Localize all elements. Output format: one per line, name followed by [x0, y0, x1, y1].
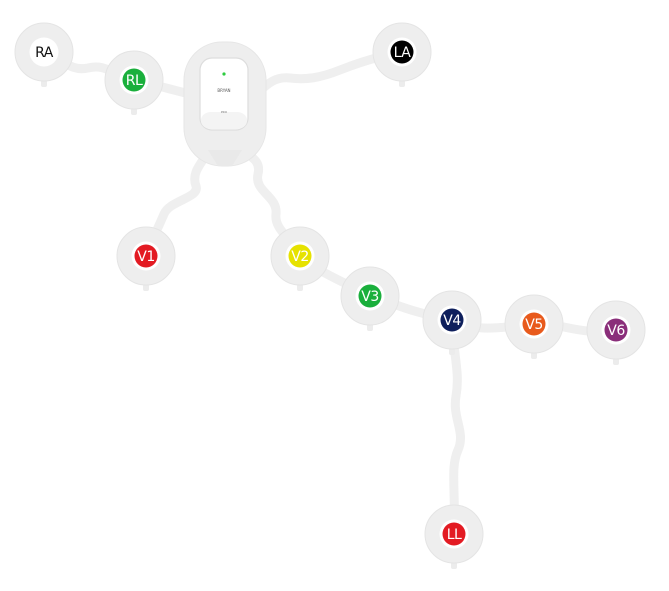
device-pad-tail — [208, 150, 242, 166]
electrode-label: V4 — [443, 313, 461, 329]
electrode-dot — [122, 68, 146, 92]
electrode-dot — [604, 318, 628, 342]
electrode-ra[interactable]: RA — [14, 22, 74, 87]
electrode-dot — [134, 244, 158, 268]
electrode-label: LA — [394, 45, 412, 61]
electrode-label: V6 — [607, 323, 625, 339]
electrode-v2[interactable]: V2 — [270, 226, 330, 291]
electrode-dot — [440, 308, 464, 332]
electrode-dot — [390, 40, 414, 64]
electrode-dot — [288, 244, 312, 268]
electrode-v6[interactable]: V6 — [586, 300, 646, 365]
electrode-label: V1 — [137, 249, 154, 265]
device-brand: BRYAN — [217, 88, 230, 93]
electrode-v3[interactable]: V3 — [340, 266, 400, 331]
electrode-label: V2 — [291, 249, 308, 265]
electrode-ll[interactable]: LL — [424, 504, 484, 569]
electrode-dot — [442, 522, 466, 546]
device-body-shade — [201, 112, 247, 129]
electrode-label: V3 — [361, 289, 378, 305]
cable-ll — [447, 315, 465, 539]
electrode-label: LL — [447, 527, 462, 543]
cable-la — [247, 47, 407, 103]
ecg-recorder-device[interactable]: BRYAN PRO — [183, 41, 267, 167]
device-led-indicator — [222, 72, 226, 76]
electrode-label: RA — [35, 45, 54, 61]
electrode-v1[interactable]: V1 — [116, 226, 176, 291]
electrode-label: V5 — [525, 317, 542, 333]
device-model: PRO — [221, 110, 228, 114]
lead-cables — [39, 47, 621, 539]
electrode-la[interactable]: LA — [372, 22, 432, 87]
electrode-dot — [358, 284, 382, 308]
electrode-label: RL — [126, 73, 143, 89]
electrode-v4[interactable]: V4 — [422, 290, 482, 355]
electrode-rl[interactable]: RL — [104, 50, 164, 115]
electrode-dot — [522, 312, 546, 336]
electrode-v5[interactable]: V5 — [504, 294, 564, 359]
electrode-dot — [32, 40, 56, 64]
